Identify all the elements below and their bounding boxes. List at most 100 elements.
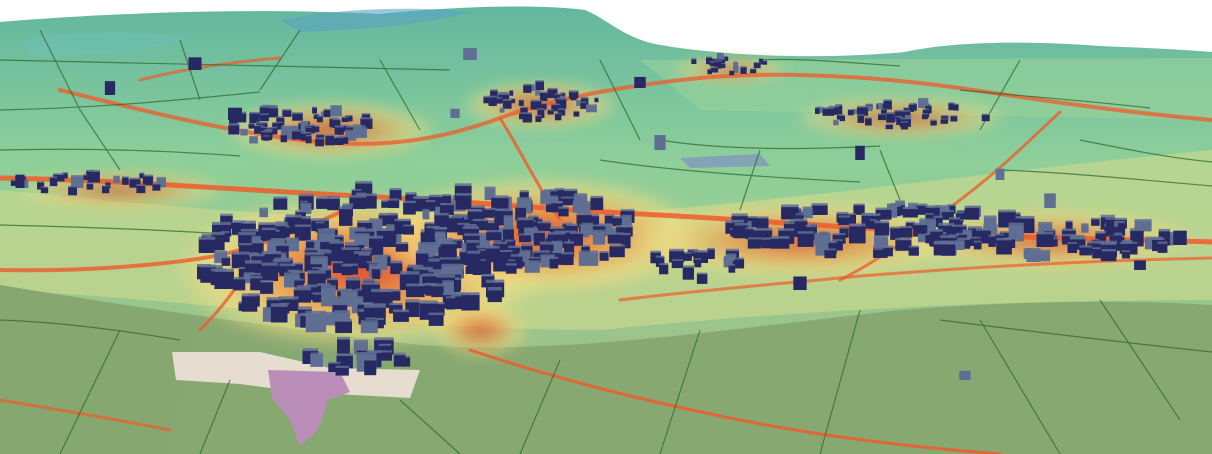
building-block — [560, 198, 574, 206]
building-roof — [802, 206, 813, 209]
building-roof — [853, 203, 865, 206]
building-roof — [264, 104, 276, 107]
building-roof — [451, 213, 462, 216]
building-block — [761, 239, 772, 249]
building-roof — [707, 247, 715, 250]
building-block — [562, 190, 578, 201]
building-block — [573, 111, 580, 117]
building-block — [330, 106, 342, 117]
building-block — [948, 103, 955, 111]
building-block — [541, 104, 547, 110]
building-block — [682, 267, 694, 280]
building-block — [594, 98, 599, 103]
building-roof — [71, 175, 84, 178]
building-roof — [372, 317, 384, 320]
building-block — [756, 218, 769, 230]
building-block — [714, 61, 722, 69]
building-block — [725, 255, 737, 266]
building-block — [839, 115, 845, 122]
building-roof — [883, 99, 892, 101]
building-block — [905, 222, 915, 229]
building-roof — [519, 249, 531, 253]
building-roof — [317, 283, 331, 286]
building-roof — [1101, 249, 1117, 252]
building-block — [340, 125, 349, 132]
hilltop-patch — [280, 8, 470, 32]
building-roof — [294, 278, 304, 281]
building-block — [310, 354, 323, 367]
building-roof — [310, 352, 323, 355]
building-roof — [389, 302, 403, 306]
building-block — [973, 242, 982, 250]
building-block — [1026, 250, 1041, 262]
building-block — [339, 208, 353, 226]
building-roof — [659, 263, 669, 265]
building-roof — [294, 224, 311, 227]
water-patch — [680, 154, 770, 168]
building-block — [524, 262, 540, 273]
building-block — [389, 189, 402, 200]
building-block — [1044, 193, 1056, 208]
building-roof — [1036, 231, 1054, 235]
building-block — [793, 276, 807, 290]
building-roof — [747, 237, 761, 240]
building-roof — [428, 258, 444, 262]
building-block — [305, 241, 315, 250]
building-roof — [238, 232, 256, 236]
building-block — [955, 240, 965, 250]
building-roof — [933, 241, 948, 245]
building-roof — [425, 200, 436, 203]
building-roof — [340, 289, 358, 293]
building-roof — [949, 217, 960, 220]
building-block — [113, 176, 120, 183]
building-roof — [682, 265, 694, 268]
building-block — [435, 303, 445, 316]
building-roof — [264, 129, 273, 131]
building-roof — [549, 256, 559, 259]
building-block — [389, 304, 403, 314]
building-roof — [560, 196, 574, 199]
building-block — [770, 238, 790, 249]
building-block — [356, 290, 366, 300]
building-block — [847, 214, 856, 224]
building-roof — [498, 93, 510, 95]
building-block — [142, 176, 154, 186]
building-block — [369, 220, 383, 231]
building-roof — [952, 224, 967, 227]
building-roof — [493, 239, 506, 242]
building-roof — [442, 194, 452, 197]
building-block — [450, 108, 460, 118]
building-block — [870, 220, 877, 229]
building-roof — [290, 270, 305, 273]
building-roof — [1100, 214, 1115, 218]
building-roof — [261, 130, 273, 133]
building-block — [488, 97, 497, 106]
building-block — [505, 241, 514, 250]
building-roof — [419, 300, 438, 304]
building-roof — [393, 309, 409, 313]
building-roof — [483, 95, 491, 98]
building-roof — [358, 252, 370, 256]
building-block — [403, 202, 416, 215]
building-roof — [307, 270, 326, 274]
building-block — [967, 228, 982, 238]
building-block — [877, 104, 883, 110]
building-roof — [122, 176, 129, 178]
building-block — [393, 354, 406, 367]
building-roof — [849, 223, 866, 227]
building-roof — [259, 207, 268, 210]
building-roof — [428, 312, 444, 316]
building-roof — [547, 189, 558, 192]
building-block — [518, 100, 524, 106]
building-block — [263, 136, 270, 141]
building-roof — [198, 236, 216, 240]
building-roof — [406, 283, 425, 287]
building-block — [238, 244, 253, 257]
building-block — [917, 235, 930, 243]
building-roof — [316, 115, 323, 117]
building-roof — [509, 90, 514, 91]
building-roof — [915, 203, 928, 206]
building-roof — [305, 240, 315, 242]
building-roof — [388, 198, 400, 201]
